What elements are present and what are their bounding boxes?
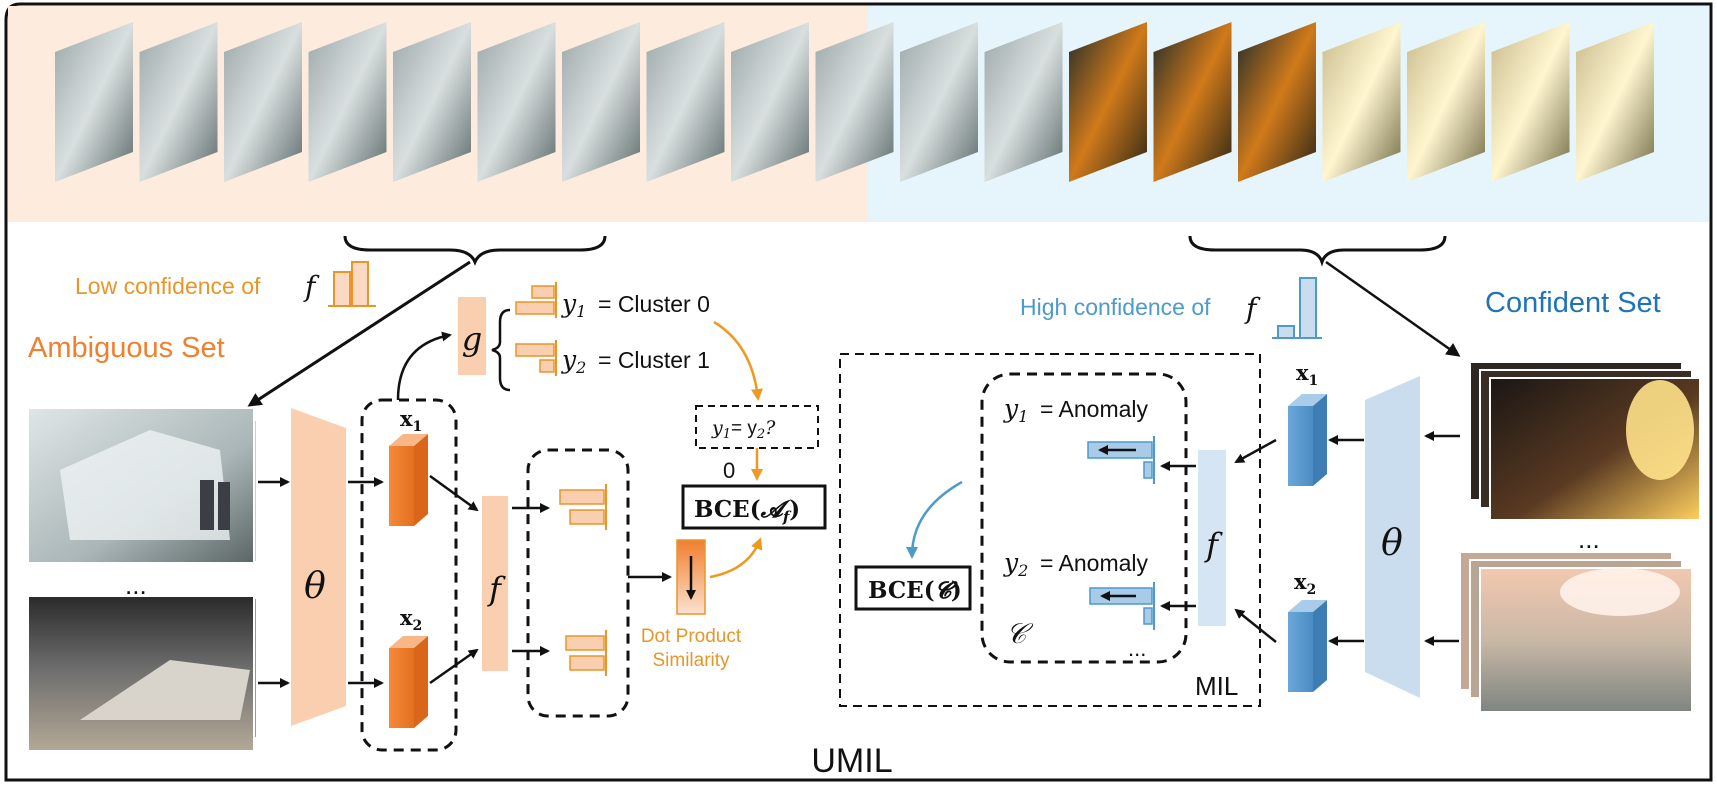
y1-anomaly-symbol: y1 [1003,394,1028,426]
right-encoder-theta [1365,376,1420,698]
left-x1-feature-cube [389,434,428,526]
video-frame [477,22,556,182]
y1-anomaly-label: = Anomaly [1040,396,1149,422]
y1-cluster-label: = Cluster 0 [598,291,710,317]
video-frame [731,22,809,182]
cluster-1-histogram [515,340,557,376]
candidate-set-box [980,372,1188,664]
left-x1-label: x1 [400,406,422,435]
arrow-x1-g [396,331,452,401]
right-x2-feature-cube [1288,600,1327,692]
cluster-0-histogram [515,282,557,318]
video-frame [1407,22,1485,182]
confident-ellipsis: ... [1578,524,1600,554]
mil-label: MIL [1195,671,1238,701]
zero-label: 0 [723,458,735,483]
video-frame [1576,22,1654,182]
confident-image-stack-1 [1469,361,1701,521]
video-frame [308,22,387,182]
video-frame [646,22,725,182]
ambiguous-ellipsis: ... [125,570,147,600]
right-theta-label: θ [1381,523,1403,564]
arrow-x1-right-f [1234,438,1277,464]
video-frame [1322,22,1401,182]
right-classifier-f [1198,450,1226,626]
video-frame [1491,22,1570,182]
video-frame [815,22,894,182]
low-confidence-label: Low confidence of [75,273,261,299]
video-frame [562,22,640,182]
bce-c-box [854,565,972,611]
left-feature-box [360,398,458,752]
left-brace [343,235,607,266]
umil-label: UMIL [811,742,892,780]
g-brace [491,308,511,392]
ambiguous-set-label: Ambiguous Set [28,332,225,364]
candidate-set-ellipsis: ... [1128,636,1146,661]
arrow-x2-f [429,648,479,685]
dot-product-label-1: Dot Product [641,626,742,647]
left-x2-label: x2 [400,605,422,634]
arrow-candidates-bce-c [906,480,963,559]
prediction-2-histogram [565,630,607,676]
equality-check-box [695,405,819,449]
left-classifier-f [482,496,508,671]
dot-product-label-2: Similarity [652,650,730,671]
y2-cluster-symbol: y2 [561,345,586,377]
video-frame [139,22,218,182]
ambiguous-image-stack-2 [27,595,258,752]
ambiguous-image-stack-1 [27,407,258,564]
left-brace-arrow [247,260,471,407]
video-frame [984,22,1063,182]
g-label: g [462,320,482,358]
arrow-clusters-to-equality [713,320,763,401]
video-frame [900,22,978,182]
anomaly-2-histogram [1089,582,1155,630]
left-prediction-box [526,448,630,718]
high-confidence-histogram-icon [1272,277,1322,339]
video-frame [55,22,133,182]
prediction-1-histogram [559,484,607,530]
right-x1-feature-cube [1288,394,1327,486]
arrow-x2-right-f [1234,608,1277,643]
right-brace [1188,235,1447,267]
low-confidence-histogram-icon [328,261,376,307]
bce-af-box [681,484,827,530]
mil-box [839,353,1261,707]
cluster-head-g [458,297,486,375]
video-frame [1069,22,1147,182]
video-frame [224,22,302,182]
video-frame [1238,22,1316,182]
anomaly-1-histogram [1087,436,1155,484]
left-x2-feature-cube [389,636,428,728]
video-frame-strip [55,22,1654,182]
y1-cluster-symbol: y1 [561,289,586,321]
left-theta-label: θ [304,566,326,607]
left-encoder-theta [291,408,346,726]
arrow-dot-bce [709,537,763,579]
y2-anomaly-symbol: y2 [1003,548,1028,580]
video-frame [1153,22,1232,182]
y2-cluster-label: = Cluster 1 [598,347,710,373]
right-x2-label: x2 [1294,569,1316,598]
y2-anomaly-label: = Anomaly [1040,550,1149,576]
confident-set-label: Confident Set [1485,287,1661,319]
arrow-x1-f [429,474,479,512]
confident-image-stack-2 [1459,551,1693,713]
video-frame [393,22,471,182]
right-x1-label: x1 [1296,360,1318,389]
equality-check-text: y1= y2? [711,417,776,442]
high-confidence-label: High confidence of [1020,294,1211,320]
bce-c-label: BCE(𝓒) [868,577,962,604]
right-brace-arrow [1325,260,1461,357]
